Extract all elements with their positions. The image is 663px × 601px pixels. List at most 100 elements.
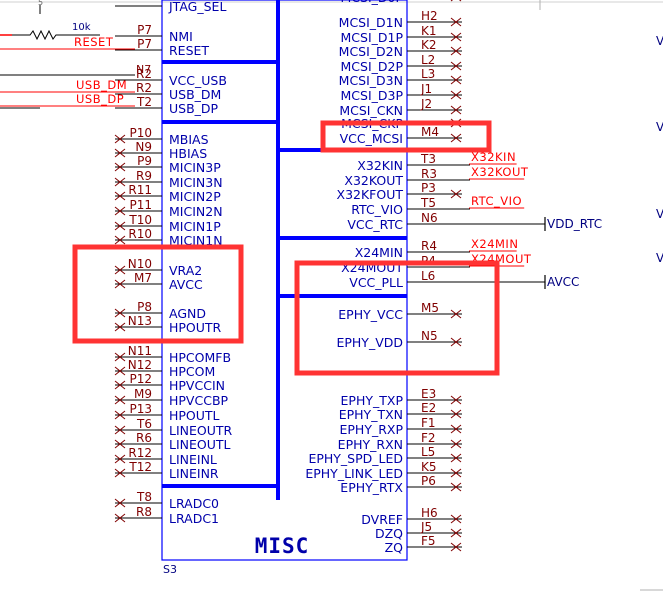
net-label-text: X32KOUT: [471, 165, 529, 179]
pin-signal-name: MBIAS: [169, 132, 209, 147]
pin-signal-name: DVREF: [361, 512, 403, 527]
net-labels: RESETUSB_DMUSB_DPX32KINX32KOUTRTC_VIOX24…: [0, 35, 531, 267]
pin-number: T2: [136, 95, 152, 109]
pin-signal-name: HPVCCIN: [169, 378, 225, 393]
net-label-x32kin[interactable]: X32KIN: [469, 150, 517, 165]
pin-number: K2: [421, 38, 437, 52]
net-label-text: USB_DM: [76, 78, 127, 92]
left-pin-jtag_sel[interactable]: JTAG_SEL: [115, 0, 226, 14]
pin-signal-name: HPCOMFB: [169, 350, 231, 365]
component-body[interactable]: [161, 0, 408, 561]
off-sheet-vdd-rtc[interactable]: VDD_RTC: [544, 217, 602, 231]
pin-signal-name: MCSI_D1P: [341, 30, 404, 45]
pin-number: N12: [128, 358, 152, 372]
net-label-x24min[interactable]: X24MIN: [469, 237, 518, 252]
off-sheet-avcc[interactable]: AVCC: [544, 275, 579, 289]
pin-signal-name: MCSI_D2P: [341, 59, 404, 74]
no-connect-mark: [450, 337, 462, 347]
net-label-reset[interactable]: RESET: [0, 35, 135, 50]
right-pin-group: MCSI_D0PH1MCSI_D1NH2MCSI_D1PK1MCSI_D2NK2…: [305, 0, 545, 555]
pin-signal-name: X32KOUT: [344, 173, 403, 188]
no-connect-mark: [114, 322, 126, 332]
no-connect-mark: [114, 366, 126, 376]
no-connect-stroke: [450, 32, 462, 42]
pin-signal-name: AVCC: [169, 277, 203, 292]
right-pin-mcsi_d0p[interactable]: MCSI_D0PH1: [341, 0, 463, 5]
no-connect-stroke: [450, 395, 462, 405]
no-connect-stroke: [450, 514, 462, 524]
edge-mark-2: V: [656, 120, 663, 134]
no-connect-stroke: [114, 148, 126, 158]
net-label-usb-dp[interactable]: USB_DP: [0, 92, 135, 107]
pin-number: L3: [421, 67, 435, 81]
edge-mark-3: V: [656, 207, 663, 221]
no-connect-mark: [450, 0, 462, 2]
no-connect-mark: [450, 46, 462, 56]
net-label-x32kout[interactable]: X32KOUT: [469, 165, 529, 180]
net-label-rtc-vio[interactable]: RTC_VIO: [469, 194, 525, 209]
pin-number: M5: [421, 301, 439, 315]
net-label-usb-dm[interactable]: USB_DM: [0, 78, 135, 93]
pin-signal-name: VCC_PLL: [349, 275, 403, 290]
no-connect-mark: [450, 468, 462, 478]
pin-number: E3: [421, 387, 436, 401]
pin-number: T3: [420, 152, 436, 166]
no-connect-stroke: [450, 424, 462, 434]
